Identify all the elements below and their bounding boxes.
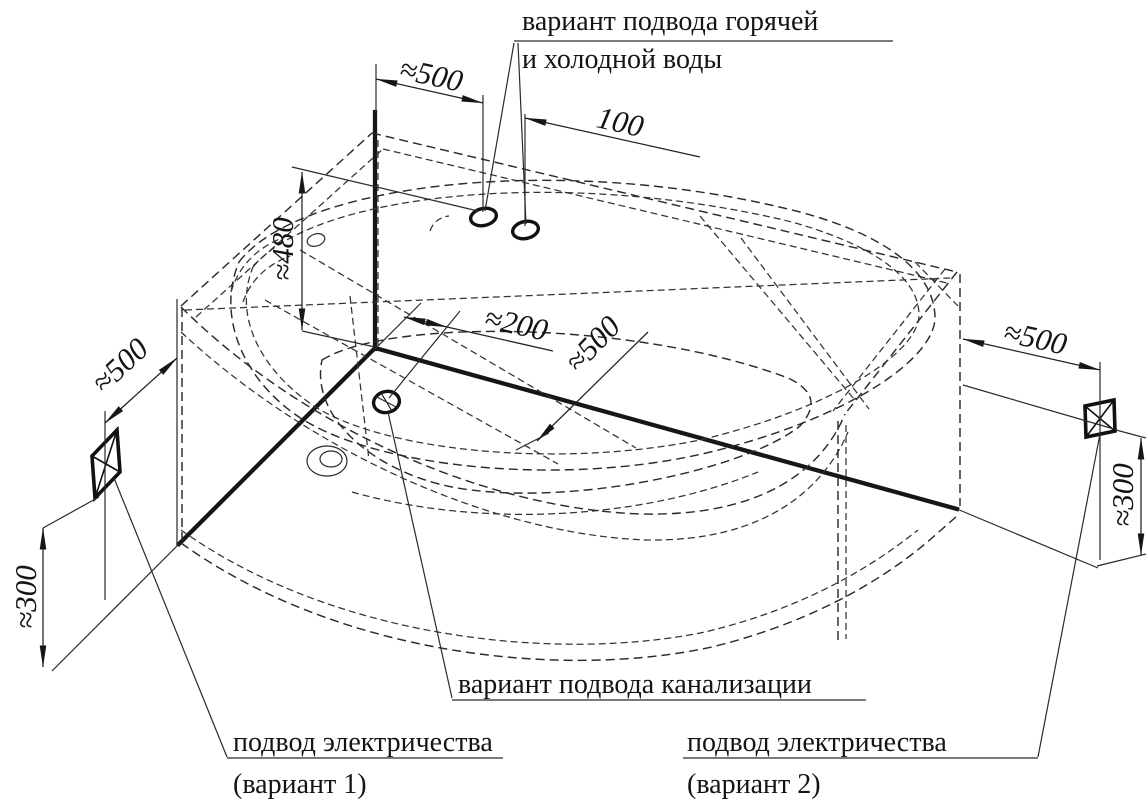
dim-drain200-extension-1 [374,302,422,350]
tub-construction-line-5 [699,215,855,400]
tub-construction-line-4 [349,295,370,461]
left-floor-extension-line [51,543,180,672]
dim-drain500-tick [515,432,550,451]
tub-construction-line-1 [184,277,951,311]
tub-deck-back-right-edge [371,132,958,273]
dim-electric2-offset-line [962,338,1101,371]
electric-boxes [90,362,1117,600]
tub-bowl-bottom-curve [319,330,812,494]
dim-height-bottom-extension [301,330,376,348]
tub-basin-inner-curve [245,191,920,455]
dim-electric2-offset-value: ≈500 [1000,314,1070,362]
hot-water-point-icon [468,206,499,228]
sewage-point-icon [371,389,402,415]
dim-supply-offset-value: ≈500 [396,51,466,99]
tub-drain-hole-inner [319,450,343,468]
dim-electric1-height-value: ≈300 [8,565,43,629]
electric1-label-line1: подвод электричества [233,727,493,758]
tub-rim-inner-right-edge [382,148,948,284]
dim-drain200-value: ≈200 [481,300,551,348]
dim-supply-spacing-line [524,117,701,158]
tub-deck-front-right-edge [844,271,958,415]
tub-construction-line-3 [299,249,637,449]
dim-drain200-line [403,316,448,328]
room-corner-lines [51,64,1099,672]
water-supply-leader-2 [517,42,527,225]
tub-rim-inner-left-edge [195,148,384,318]
dim-height-value: ≈480 [265,217,300,281]
sewage-leader [387,411,453,699]
electric2-label-line1: подвод электричества [687,727,947,758]
dim-electric1-offset-value: ≈500 [85,331,156,400]
right-wall-strip-line [962,384,1115,430]
dim-height-top-extension [291,166,479,212]
tub-skirt-bottom-curve [180,515,958,662]
water-supply-label-line1: вариант подвода горячей [522,6,818,37]
dim-drain200-extension-2 [388,310,461,399]
right-floor-extension-line [956,508,1099,569]
dim-electric2-height-top-extension [1115,429,1147,439]
right-wall-floor-line [372,345,960,512]
tub-skirt-upper-curve [180,529,919,645]
callout-labels: вариант подвода горячей и холодной воды … [113,6,1101,800]
left-wall-floor-line [175,344,379,548]
tub-construction-line-2 [264,299,559,465]
tub-basin-rim-curve [230,179,936,471]
electric2-label-line2: (вариант 2) [687,769,821,800]
electric1-label-line2: (вариант 1) [233,769,367,800]
dim-drain500-line [536,331,649,442]
sewage-point-cross [374,392,399,412]
tub-deck-back-left-edge [180,132,373,307]
dim-electric2-height-value: ≈300 [1105,463,1140,527]
cold-water-point-icon [510,219,541,241]
bathtub-outline [180,132,961,662]
tub-basin-detail-arc [429,215,450,232]
connection-points [371,206,541,415]
electric1-leader [113,477,228,758]
dim-electric2-height-bottom-extension [1096,553,1147,567]
dim-electric1-offset-line [104,357,178,424]
tub-rim-inner-front-right-edge [832,268,946,412]
dim-drain200-tail [446,326,554,352]
electric-box-1-cross [91,429,121,499]
tub-rim-underside-curve [180,331,849,541]
tub-headrest-arc-2 [242,255,291,303]
tub-drain-hole-outer [306,445,348,477]
dim-electric1-height-extension [42,496,100,529]
electric2-leader [1037,433,1101,758]
tub-deck-front-curve [180,306,846,515]
dimension-lines: ≈500 100 ≈480 ≈200 ≈500 ≈500 ≈300 ≈500 ≈… [8,51,1147,668]
dim-supply-offset-line [375,78,484,104]
dim-drain500-value: ≈500 [558,308,628,378]
tub-bowl-front-curve [351,471,759,515]
tub-headrest-arc-1 [230,235,288,293]
sewage-label: вариант подвода канализации [458,669,812,700]
water-supply-leader-1 [484,42,515,212]
water-supply-label-line2: и холодной воды [522,44,722,75]
dim-supply-spacing-value: 100 [594,100,648,144]
tub-construction-line-6 [740,237,870,410]
tub-overflow-hole [306,233,326,247]
